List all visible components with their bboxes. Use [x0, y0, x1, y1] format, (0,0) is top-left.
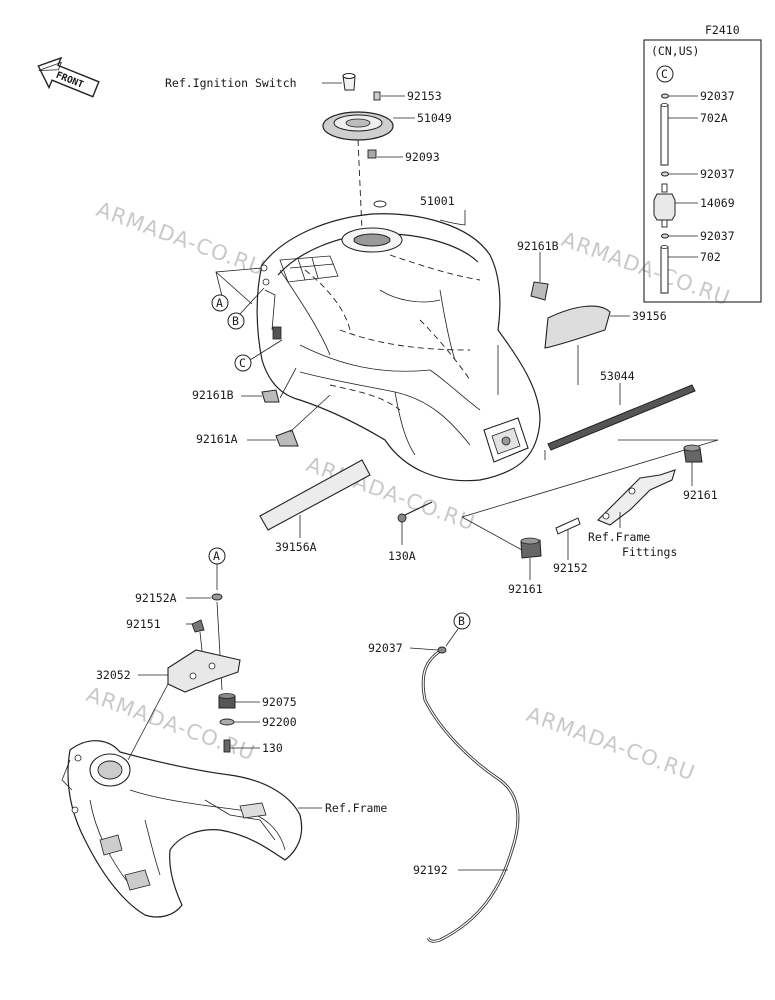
- hose-92192: B 92037 92192: [368, 612, 520, 943]
- label-92161-bottom: 92161: [508, 582, 543, 596]
- callout-a-mount: A: [213, 549, 220, 563]
- mount-assembly: A 92152A 92151 32052 92075 92200 130: [96, 547, 297, 761]
- label-92161b-left: 92161B: [192, 388, 234, 402]
- region-box: (CN,US) C 92037 702A 92037 14069 92037 7…: [643, 39, 762, 303]
- callout-b-hose: B: [458, 614, 465, 628]
- fuel-cap-assembly: Ref.Ignition Switch 92153 51049 92093: [165, 73, 452, 231]
- pad-92161b-top: 92161B: [517, 239, 559, 301]
- label-ref-frame-fittings-1: Ref.Frame: [588, 530, 650, 544]
- box-label-92037-1: 92037: [700, 89, 735, 103]
- label-92152a: 92152A: [135, 591, 177, 605]
- box-label-702: 702: [700, 250, 721, 264]
- callout-c-tank: C: [239, 356, 246, 370]
- label-53044: 53044: [600, 369, 635, 383]
- label-92152: 92152: [553, 561, 588, 575]
- label-92151: 92151: [126, 617, 161, 631]
- callout-c-box: C: [661, 67, 668, 81]
- label-130: 130: [262, 741, 283, 755]
- label-130a: 130A: [388, 549, 416, 563]
- label-32052: 32052: [96, 668, 131, 682]
- label-92153: 92153: [407, 89, 442, 103]
- fuel-tank: 51001: [256, 194, 541, 482]
- box-label-702a: 702A: [700, 111, 728, 125]
- bolt-130a: 130A: [388, 501, 433, 563]
- bracket-area: 92161 Ref.Frame Fittings 92152 92161: [461, 439, 719, 596]
- label-51001: 51001: [420, 194, 455, 208]
- tank-callouts: A B C: [211, 267, 283, 372]
- strip-53044: 53044: [497, 345, 696, 451]
- label-39156a: 39156A: [275, 540, 317, 554]
- label-ref-frame-fittings-2: Fittings: [622, 545, 677, 559]
- label-92161a: 92161A: [196, 432, 238, 446]
- watermark-5: ARMADA-CO.RU: [523, 702, 698, 785]
- box-label-92037-3: 92037: [700, 229, 735, 243]
- label-92200: 92200: [262, 715, 297, 729]
- pad-92161b-left: 92161B: [192, 367, 297, 403]
- label-51049: 51049: [417, 111, 452, 125]
- label-92037-hose: 92037: [368, 641, 403, 655]
- box-label-14069: 14069: [700, 196, 735, 210]
- watermark-1: ARMADA-CO.RU: [93, 197, 268, 280]
- region-box-title: (CN,US): [651, 44, 699, 58]
- label-ref-frame: Ref.Frame: [325, 801, 387, 815]
- pad-92161a: 92161A: [196, 394, 331, 447]
- strip-39156a: 39156A: [259, 459, 371, 554]
- label-ref-ignition-switch: Ref.Ignition Switch: [165, 76, 297, 90]
- callout-b-tank: B: [232, 314, 239, 328]
- pad-39156: 39156: [544, 305, 667, 349]
- label-92192: 92192: [413, 863, 448, 877]
- frame-drawing: Ref.Frame: [61, 740, 387, 918]
- label-92075: 92075: [262, 695, 297, 709]
- label-92093: 92093: [405, 150, 440, 164]
- label-39156: 39156: [632, 309, 667, 323]
- label-92161-right: 92161: [683, 488, 718, 502]
- front-arrow-icon: FRONT: [37, 56, 100, 98]
- box-label-92037-2: 92037: [700, 167, 735, 181]
- callout-a-tank: A: [216, 296, 223, 310]
- label-92161b-top: 92161B: [517, 239, 559, 253]
- diagram-code: F2410: [705, 23, 740, 37]
